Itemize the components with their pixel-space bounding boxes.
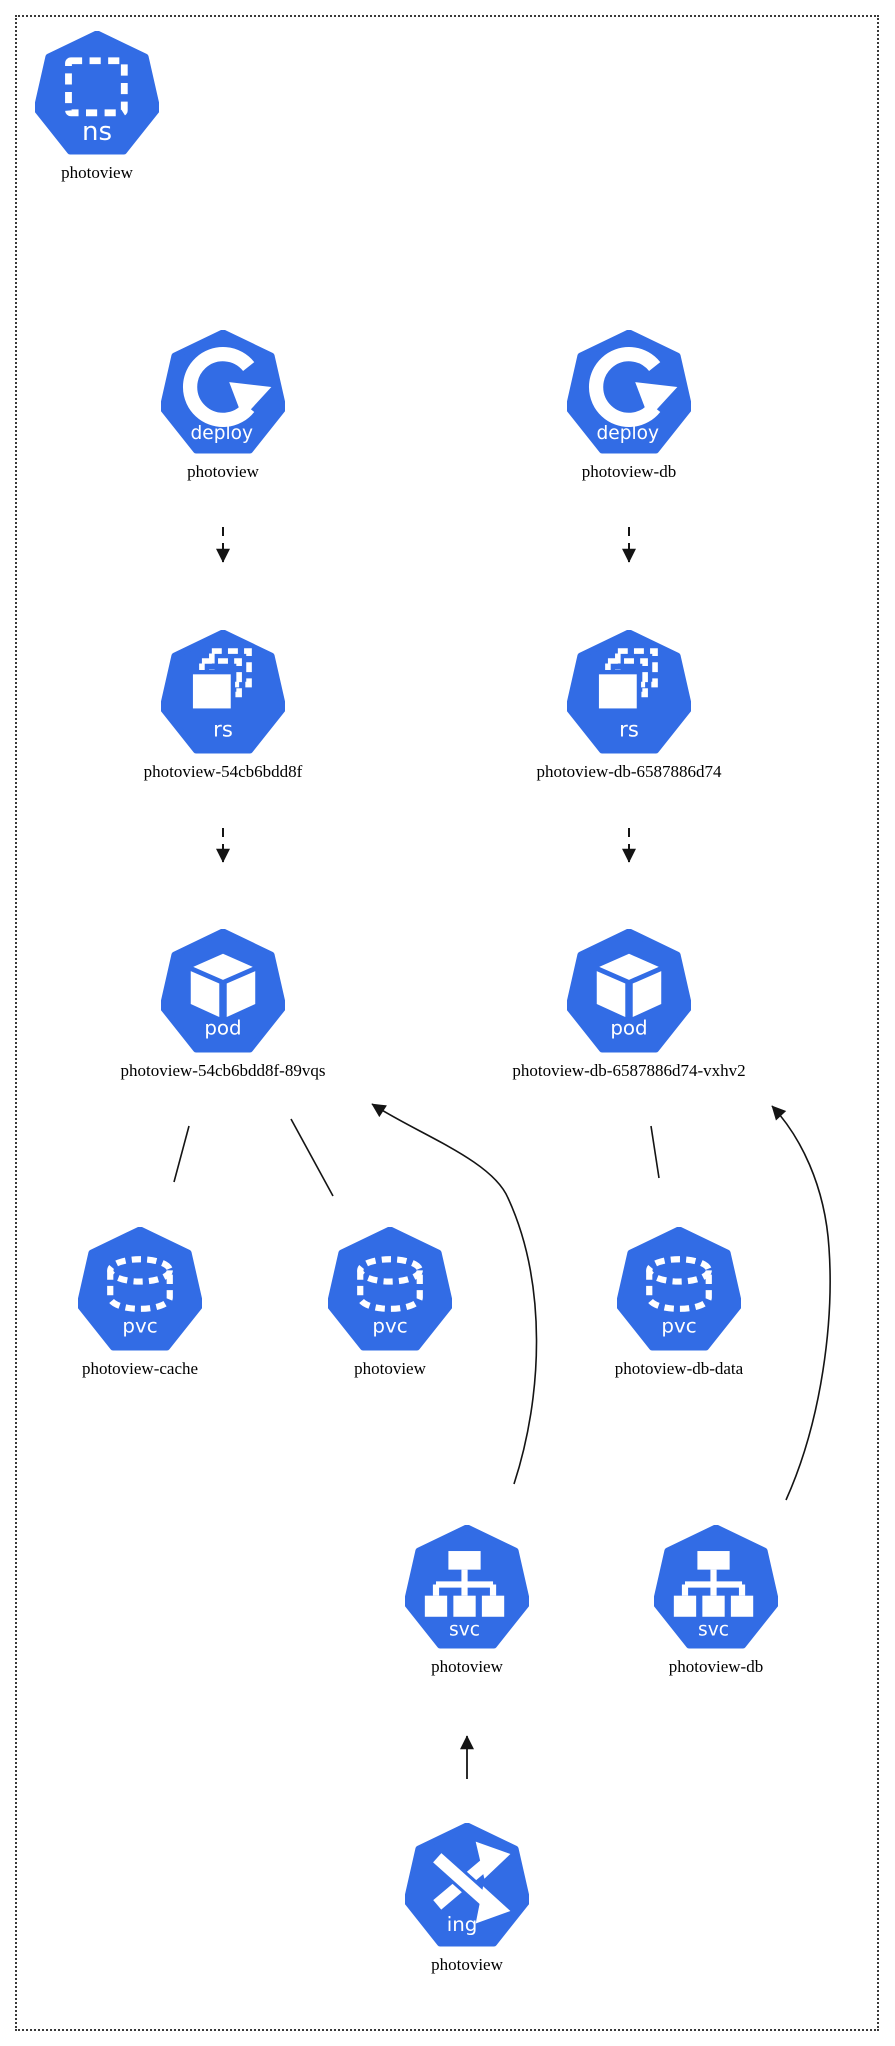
node-svc-photoview: svc photoview [322, 1525, 612, 1677]
cube-glyph [190, 953, 256, 1018]
node-label: photoview-54cb6bdd8f [143, 762, 303, 781]
stacked-squares-glyph [594, 648, 658, 713]
node-label: photoview-db-6587886d74-vxhv2 [512, 1061, 746, 1080]
deploy-badge: deploy [190, 423, 253, 444]
edge-pod-db-to-pvc-photoview-db-data [650, 1125, 660, 1179]
cube-glyph [596, 953, 662, 1018]
tree-glyph [424, 1551, 505, 1617]
deployment-icon[interactable]: deploy [161, 330, 285, 454]
edge-pod-to-pvc-photoview-cache [173, 1125, 190, 1183]
cylinder-glyph [107, 1256, 173, 1312]
node-ing-photoview: ing photoview [322, 1823, 612, 1975]
pod-badge: pod [204, 1016, 241, 1039]
node-rs-photoview-54cb6bdd8f: rs photoview-54cb6bdd8f [78, 630, 368, 782]
node-deploy-photoview: deploy photoview [78, 330, 368, 482]
namespace-icon[interactable]: ns [35, 31, 159, 155]
rs-badge: rs [619, 717, 639, 742]
node-label: photoview-db-data [614, 1359, 744, 1378]
node-label: photoview-db [581, 462, 677, 481]
rollout-arrow-glyph [588, 347, 678, 428]
node-label: photoview-cache [81, 1359, 199, 1378]
rollout-arrow-glyph [182, 347, 272, 428]
crossing-arrows-glyph [431, 1841, 511, 1924]
tree-glyph [673, 1551, 754, 1617]
pvc-icon[interactable]: pvc [78, 1227, 202, 1351]
node-label: photoview-db-6587886d74 [536, 762, 722, 781]
node-label: photoview [187, 462, 259, 481]
node-pvc-photoview-cache: pvc photoview-cache [0, 1227, 285, 1379]
node-label: photoview-db [668, 1657, 764, 1676]
edge-svc-photoview-db-to-pod [771, 1105, 831, 1501]
node-pod-photoview-54cb6bdd8f-89vqs: pod photoview-54cb6bdd8f-89vqs [78, 929, 368, 1081]
node-svc-photoview-db: svc photoview-db [571, 1525, 861, 1677]
deployment-icon[interactable]: deploy [567, 330, 691, 454]
node-deploy-photoview-db: deploy photoview-db [484, 330, 774, 482]
node-pvc-photoview-db-data: pvc photoview-db-data [534, 1227, 824, 1379]
node-label: photoview [354, 1359, 426, 1378]
node-rs-photoview-db-6587886d74: rs photoview-db-6587886d74 [484, 630, 774, 782]
pod-icon[interactable]: pod [161, 929, 285, 1053]
node-label: photoview [431, 1657, 503, 1676]
node-pod-photoview-db-6587886d74-vxhv2: pod photoview-db-6587886d74-vxhv2 [484, 929, 774, 1081]
edge-pod-to-pvc-photoview [290, 1118, 334, 1197]
node-pvc-photoview: pvc photoview [245, 1227, 535, 1379]
node-label: photoview [431, 1955, 503, 1974]
replicaset-icon[interactable]: rs [567, 630, 691, 754]
pvc-icon[interactable]: pvc [617, 1227, 741, 1351]
rs-badge: rs [213, 717, 233, 742]
node-label: photoview-54cb6bdd8f-89vqs [120, 1061, 326, 1080]
edge-svc-photoview-to-pod [371, 1103, 538, 1485]
node-label: photoview [61, 163, 133, 182]
pvc-badge: pvc [122, 1314, 157, 1337]
dashed-square-glyph [65, 57, 128, 117]
svc-badge: svc [449, 1619, 480, 1640]
pvc-badge: pvc [661, 1314, 696, 1337]
ns-badge: ns [82, 117, 112, 147]
node-ns-photoview: ns photoview [0, 31, 242, 183]
service-icon[interactable]: svc [654, 1525, 778, 1649]
pod-icon[interactable]: pod [567, 929, 691, 1053]
pvc-icon[interactable]: pvc [328, 1227, 452, 1351]
service-icon[interactable]: svc [405, 1525, 529, 1649]
svc-badge: svc [698, 1619, 729, 1640]
ing-badge: ing [447, 1913, 478, 1936]
stacked-squares-glyph [188, 648, 252, 713]
cylinder-glyph [646, 1256, 712, 1312]
deploy-badge: deploy [596, 423, 659, 444]
ingress-icon[interactable]: ing [405, 1823, 529, 1947]
pod-badge: pod [610, 1016, 647, 1039]
replicaset-icon[interactable]: rs [161, 630, 285, 754]
cylinder-glyph [357, 1256, 423, 1312]
pvc-badge: pvc [372, 1314, 407, 1337]
